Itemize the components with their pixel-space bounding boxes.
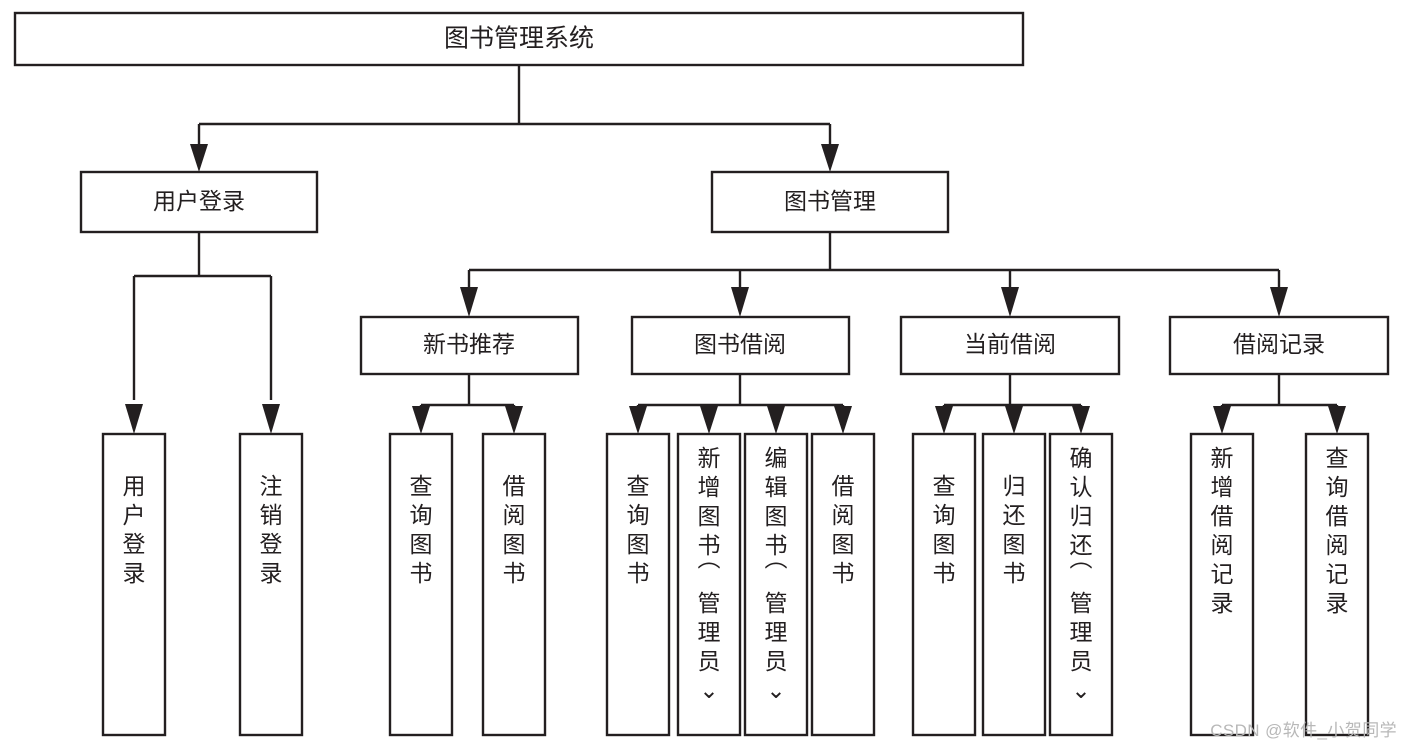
leaf-cb-confirm-label: 确认归还⌒管理员⌄ xyxy=(1070,445,1093,703)
arrowhead-bb-leaf-1 xyxy=(629,406,647,434)
connector-group-book-borrow xyxy=(629,374,852,434)
leaf-br-query-label: 查询借阅记录 xyxy=(1326,445,1349,616)
arrowhead-borrow-record xyxy=(1270,287,1288,317)
leaf-logout-label: 注销登录 xyxy=(260,473,283,586)
connector-group-user-login xyxy=(125,232,280,434)
node-user-login-label: 用户登录 xyxy=(153,188,245,214)
leaf-bb-borrow-label: 借阅图书 xyxy=(832,473,855,586)
leaf-nb-query-box[interactable] xyxy=(388,432,454,737)
leaf-cb-query-box[interactable] xyxy=(911,432,977,737)
leaf-node[interactable]: 归还图书 xyxy=(981,432,1047,737)
node-current-borrow-box[interactable] xyxy=(899,315,1121,376)
leaf-node[interactable]: 新增借阅记录 xyxy=(1189,432,1255,737)
leaf-bb-edit-box[interactable] xyxy=(743,432,809,737)
arrowhead-new-book xyxy=(460,287,478,317)
leaf-bb-query-label: 查询图书 xyxy=(627,473,650,586)
arrowhead-leaf-user-login-2 xyxy=(262,404,280,434)
connector-group-root xyxy=(190,65,839,172)
node-book-management-box[interactable] xyxy=(710,170,950,234)
leaf-cb-return-label: 归还图书 xyxy=(1003,473,1026,586)
connector-group-book-mgmt xyxy=(460,232,1288,317)
leaf-node[interactable]: 借阅图书 xyxy=(481,432,547,737)
node-borrow-record-label: 借阅记录 xyxy=(1233,331,1325,357)
arrowhead-br-leaf-1 xyxy=(1213,406,1231,434)
node-book-borrow-label: 图书借阅 xyxy=(694,331,786,357)
arrowhead-user-login xyxy=(190,144,208,172)
node-user-login[interactable]: 用户登录 xyxy=(79,170,319,234)
node-new-book-box[interactable] xyxy=(359,315,580,376)
leaf-nb-borrow-box[interactable] xyxy=(481,432,547,737)
connector-group-borrow-record xyxy=(1213,374,1346,434)
leaf-node[interactable]: 查询借阅记录 xyxy=(1304,432,1370,737)
leaf-logout-box[interactable] xyxy=(238,432,304,737)
node-new-book[interactable]: 新书推荐 xyxy=(359,315,580,376)
leaf-node[interactable]: 用户登录 xyxy=(101,432,167,737)
leaf-nb-query-label: 查询图书 xyxy=(410,473,433,586)
leaf-bb-edit-label: 编辑图书⌒管理员⌄ xyxy=(765,445,788,703)
leaf-bb-borrow-box[interactable] xyxy=(810,432,876,737)
arrowhead-cb-leaf-2 xyxy=(1005,406,1023,434)
leaf-cb-query-label: 查询图书 xyxy=(933,473,956,586)
node-book-management-label: 图书管理 xyxy=(784,188,876,214)
leaf-bb-add-label: 新增图书⌒管理员⌄ xyxy=(698,445,721,703)
leaf-node[interactable]: 注销登录 xyxy=(238,432,304,737)
arrowhead-cb-leaf-1 xyxy=(935,406,953,434)
arrowhead-leaf-user-login-1 xyxy=(125,404,143,434)
leaf-user-login-label: 用户登录 xyxy=(123,473,146,586)
arrowhead-bb-leaf-3 xyxy=(767,406,785,434)
node-root-label: 图书管理系统 xyxy=(444,25,594,53)
leaf-cb-return-box[interactable] xyxy=(981,432,1047,737)
node-book-management[interactable]: 图书管理 xyxy=(710,170,950,234)
arrowhead-br-leaf-2 xyxy=(1328,406,1346,434)
node-book-borrow-box[interactable] xyxy=(630,315,851,376)
leaf-node[interactable]: 新增图书⌒管理员⌄ xyxy=(676,432,742,737)
leaf-node[interactable]: 查询图书 xyxy=(388,432,454,737)
node-book-borrow[interactable]: 图书借阅 xyxy=(630,315,851,376)
node-borrow-record-box[interactable] xyxy=(1168,315,1390,376)
leaf-br-query-box[interactable] xyxy=(1304,432,1370,737)
leaf-br-add-box[interactable] xyxy=(1189,432,1255,737)
arrowhead-current-borrow xyxy=(1001,287,1019,317)
node-borrow-record[interactable]: 借阅记录 xyxy=(1168,315,1390,376)
node-current-borrow[interactable]: 当前借阅 xyxy=(899,315,1121,376)
arrowhead-book-borrow xyxy=(731,287,749,317)
leaf-nb-borrow-label: 借阅图书 xyxy=(503,473,526,586)
leaf-node[interactable]: 确认归还⌒管理员⌄ xyxy=(1048,432,1114,737)
arrowhead-nb-leaf-2 xyxy=(505,406,523,434)
arrowhead-nb-leaf-1 xyxy=(412,406,430,434)
connector-group-current-borrow xyxy=(935,374,1090,434)
leaf-br-add-label: 新增借阅记录 xyxy=(1211,445,1234,616)
connector-group-new-book xyxy=(412,374,523,434)
leaf-bb-add-box[interactable] xyxy=(676,432,742,737)
node-new-book-label: 新书推荐 xyxy=(423,331,515,357)
node-root-box[interactable] xyxy=(13,11,1025,67)
node-root[interactable]: 图书管理系统 xyxy=(13,11,1025,67)
leaf-node[interactable]: 查询图书 xyxy=(605,432,671,737)
arrowhead-bb-leaf-4 xyxy=(834,406,852,434)
leaf-cb-confirm-box[interactable] xyxy=(1048,432,1114,737)
leaf-node[interactable]: 借阅图书 xyxy=(810,432,876,737)
leaf-bb-query-box[interactable] xyxy=(605,432,671,737)
leaf-node[interactable]: 查询图书 xyxy=(911,432,977,737)
arrowhead-cb-leaf-3 xyxy=(1072,406,1090,434)
arrowhead-bb-leaf-2 xyxy=(700,406,718,434)
arrowhead-book-mgmt xyxy=(821,144,839,172)
node-current-borrow-label: 当前借阅 xyxy=(964,331,1056,357)
leaf-user-login-box[interactable] xyxy=(101,432,167,737)
node-user-login-box[interactable] xyxy=(79,170,319,234)
leaf-node[interactable]: 编辑图书⌒管理员⌄ xyxy=(743,432,809,737)
